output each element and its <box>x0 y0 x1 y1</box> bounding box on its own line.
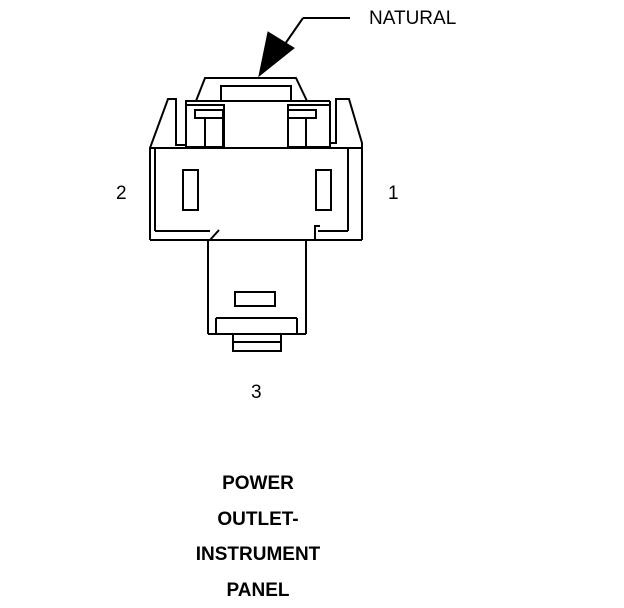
callout-label: NATURAL <box>369 8 456 30</box>
caption-line: PANEL <box>158 573 358 608</box>
caption-line: OUTLET- <box>158 502 358 538</box>
cavity-1 <box>316 170 331 210</box>
pin-label-1: 1 <box>388 183 399 205</box>
connector-caption: POWER OUTLET- INSTRUMENT PANEL <box>158 466 358 608</box>
connector-latch <box>185 78 330 101</box>
left-latch-pocket <box>186 105 224 147</box>
pin-label-2: 2 <box>116 183 127 205</box>
callout-leader <box>259 18 350 76</box>
caption-line: POWER <box>158 466 358 502</box>
cavity-2 <box>183 170 198 210</box>
pin-label-3: 3 <box>251 382 262 404</box>
right-latch-pocket <box>288 105 330 147</box>
caption-line: INSTRUMENT <box>158 537 358 573</box>
cavity-3 <box>235 292 275 306</box>
